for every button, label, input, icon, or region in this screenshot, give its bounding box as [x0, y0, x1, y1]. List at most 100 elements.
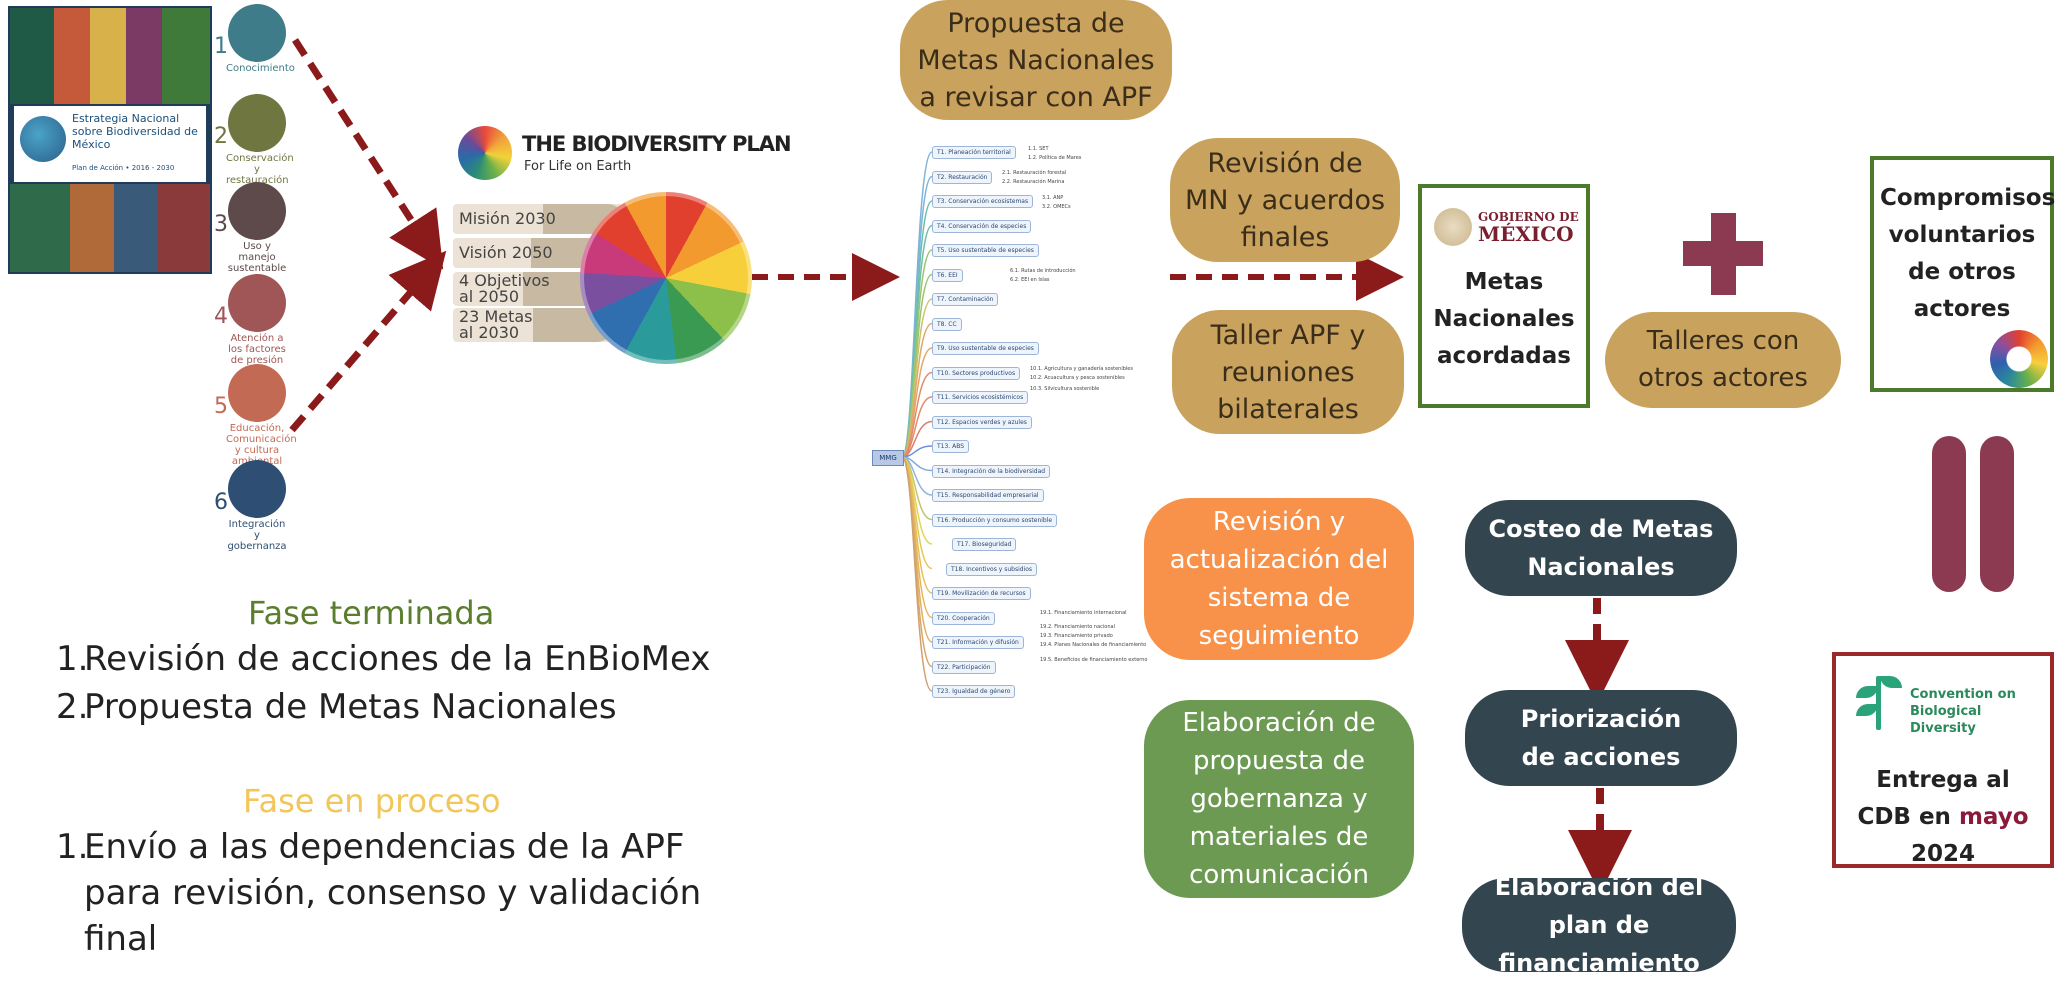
mindmap-sublabel: 10.1. Agricultura y ganadería sostenible…	[1030, 366, 1133, 372]
plus-icon	[1683, 213, 1763, 295]
mindmap-node: T17. Bioseguridad	[952, 538, 1017, 551]
arrow-icons-to-plan-top	[292, 38, 444, 270]
biodiversity-plan-brand: THE BIODIVERSITY PLAN	[522, 132, 792, 156]
plan-financiamiento-box: Elaboración del plan de financiamiento	[1462, 873, 1736, 977]
phase-list-text: Envío a las dependencias de la APF para …	[84, 827, 702, 959]
gobierno-logo-line1: GOBIERNO DE	[1478, 210, 1579, 224]
equals-bar-right	[1980, 436, 2014, 592]
priorizacion-box: Priorización de acciones	[1465, 690, 1737, 786]
mindmap-branch	[901, 456, 933, 692]
phase-list-number: 1.	[56, 639, 89, 679]
compromisos-text: Compromisos voluntarios de otros actores	[1880, 185, 2056, 322]
cbd-leaf-left	[1856, 686, 1878, 698]
fase-proceso-title: Fase en proceso	[243, 782, 501, 820]
plan-band-label: Misión 2030	[459, 209, 556, 228]
enbiomex-cover: Estrategia Nacional sobre Biodiversidad …	[8, 6, 212, 274]
strategy-axis-label: Conocimiento	[226, 63, 295, 74]
fase-terminada-title: Fase terminada	[248, 594, 495, 632]
mindmap-node: T1. Planeación territorial	[932, 146, 1016, 159]
biodiversity-plan-tagline: For Life on Earth	[524, 159, 632, 174]
costeo-box: Costeo de Metas Nacionales	[1465, 500, 1737, 596]
strategy-axis-label: Atención a los factores de presión	[228, 333, 286, 366]
mindmap-node: T2. Restauración	[932, 170, 993, 184]
mindmap-node: T4. Conservación de especies	[932, 219, 1032, 233]
propuesta-box: Propuesta de Metas Nacionales a revisar …	[900, 0, 1172, 120]
phase-list-number: 1.	[56, 827, 89, 867]
strategy-axis-label: Integración y gobernanza	[227, 519, 287, 552]
strategy-axis-number: 4	[214, 304, 228, 329]
phase-list-item: 2.Propuesta de Metas Nacionales	[56, 684, 736, 730]
warning-icon	[228, 274, 286, 332]
plan-band-label: 23 Metas al 2030	[459, 307, 533, 342]
mindmap-node: T23. Igualdad de género	[932, 685, 1016, 698]
plan-band-label: Visión 2050	[459, 243, 553, 262]
biodiversity-plan-logo	[458, 126, 512, 180]
mindmap-node: T19. Movilización de recursos	[932, 587, 1031, 600]
plus-horizontal-bar	[1683, 241, 1763, 266]
mindmap-node: T14. Integración de la biodiversidad	[932, 464, 1051, 478]
plan-band-label: 4 Objetivos al 2050	[459, 271, 550, 306]
revision-sistema-box: Revisión y actualización del sistema de …	[1144, 498, 1414, 660]
mindmap-node: T12. Espacios verdes y azules	[932, 415, 1032, 429]
mindmap-sublabel: 19.1. Financiamiento internacional	[1040, 610, 1127, 616]
mindmap-node: T16. Producción y consumo sostenible	[932, 513, 1058, 527]
revision-mn-box: Revisión de MN y acuerdos finales	[1170, 138, 1400, 262]
taller-apf-box: Taller APF y reuniones bilaterales	[1172, 310, 1404, 434]
compromisos-box: Compromisos voluntarios de otros actores	[1870, 156, 2056, 392]
phase-list-item: 1.Envío a las dependencias de la APF par…	[56, 824, 736, 962]
hands-icon	[228, 182, 286, 240]
people-icon	[228, 364, 286, 422]
phase-list-number: 2.	[56, 687, 89, 727]
equals-icon	[1932, 436, 2014, 592]
mindmap-node: T10. Sectores productivos	[932, 366, 1021, 380]
network-icon	[228, 460, 286, 518]
mindmap-node: T15. Responsabilidad empresarial	[932, 489, 1044, 502]
cbd-text-before: Entrega al CDB en	[1857, 767, 2010, 830]
mindmap-node: T9. Uso sustentable de especies	[932, 342, 1039, 355]
mindmap-node: T8. CC	[932, 317, 962, 331]
mindmap-sublabel: 10.2. Acuacultura y pesca sostenibles	[1030, 375, 1125, 381]
cbd-entrega-text: Entrega al CDB en mayo 2024	[1846, 762, 2040, 873]
strategy-axis-label: Uso y manejo sustentable	[227, 241, 287, 274]
cbd-leaf-stem	[1876, 676, 1881, 730]
strategy-axis-number: 2	[214, 124, 228, 149]
strategy-axis-number: 6	[214, 490, 228, 515]
phase-list-text: Revisión de acciones de la EnBioMex	[84, 639, 711, 679]
mindmap-node: T7. Contaminación	[932, 293, 999, 306]
mindmap-sublabel: 19.3. Financiamiento privado	[1040, 633, 1113, 639]
talleres-otros-box: Talleres con otros actores	[1605, 312, 1841, 408]
cbd-box: Convention on Biological Diversity Entre…	[1832, 652, 2054, 868]
strategy-axis-number: 1	[214, 34, 228, 59]
mindmap-node: T18. Incentivos y subsidios	[946, 562, 1038, 576]
cbd-leaf-left-2	[1856, 704, 1878, 716]
cbd-text-after: 2024	[1910, 841, 1975, 867]
strategy-axis-number: 5	[214, 394, 228, 419]
mindmap-sublabel: 19.2. Financiamiento nacional	[1040, 624, 1115, 630]
mindmap-sublabel: 2.2. Restauración Marina	[1002, 179, 1065, 185]
leaf-icon	[228, 94, 286, 152]
mindmap-node: T20. Cooperación	[932, 611, 995, 625]
mexico-seal-icon	[1434, 208, 1472, 246]
compromisos-logo-icon	[1990, 330, 2048, 388]
gobierno-box: GOBIERNO DE MÉXICO Metas Nacionales acor…	[1418, 184, 1590, 408]
cover-bird-logo	[20, 116, 66, 162]
tree-icon	[228, 4, 286, 62]
phase-list-item: 1.Revisión de acciones de la EnBioMex	[56, 636, 736, 682]
cover-title: Estrategia Nacional sobre Biodiversidad …	[72, 112, 198, 151]
mindmap-node: T21. Información y difusión	[932, 636, 1024, 649]
mindmap-sublabel: 1.1. SET	[1028, 146, 1049, 152]
cover-mosaic-top	[10, 8, 210, 104]
mindmap-sublabel: 1.2. Política de Mares	[1028, 155, 1082, 161]
arrow-icons-to-plan-bottom	[289, 250, 447, 433]
mindmap-node: T11. Servicios ecosistémicos	[932, 391, 1029, 404]
strategy-axis-label: Conservación y restauración	[226, 153, 294, 186]
mindmap-root: MMG	[872, 450, 904, 466]
mindmap-sublabel: 10.3. Silvicultura sostenible	[1030, 386, 1100, 392]
cbd-logo-text: Convention on Biological Diversity	[1910, 687, 2016, 736]
biodiversity-plan-globe	[580, 192, 752, 364]
